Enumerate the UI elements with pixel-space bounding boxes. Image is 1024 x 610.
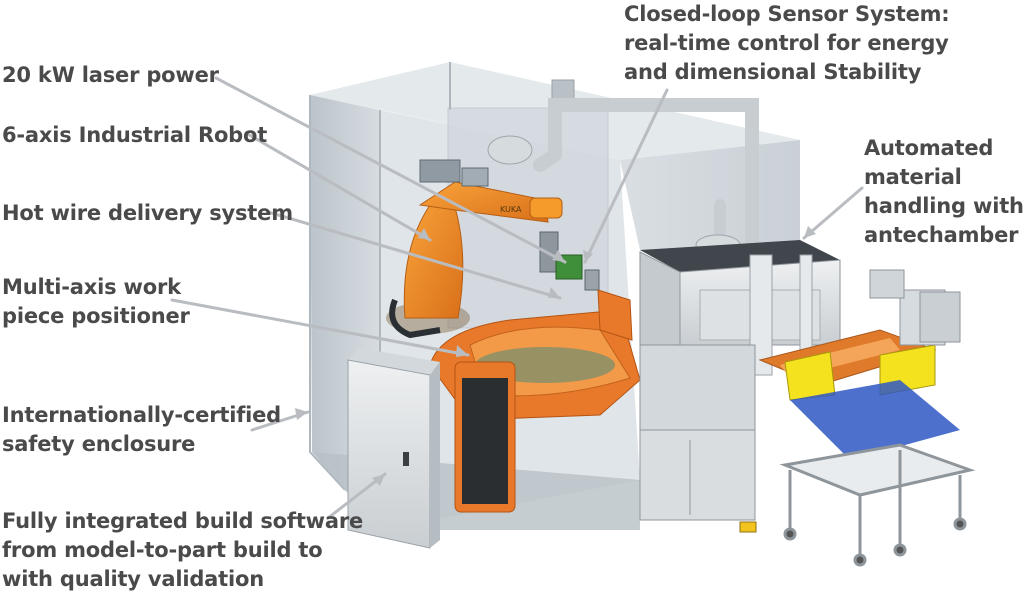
leader-sensor bbox=[583, 88, 669, 264]
callout-build-software: Fully integrated build software from mod… bbox=[2, 509, 364, 591]
callout-work-piece-positioner: Multi-axis work piece positioner bbox=[2, 275, 190, 328]
leader-arrowheads bbox=[295, 226, 816, 486]
work-piece-positioner bbox=[429, 289, 641, 513]
svg-text:KUKA: KUKA bbox=[500, 205, 522, 214]
lower-cabinet bbox=[639, 429, 756, 521]
material-cart bbox=[779, 443, 976, 567]
leader-handling bbox=[802, 186, 864, 240]
callout-hot-wire-delivery: Hot wire delivery system bbox=[2, 201, 293, 225]
fume-hood-left bbox=[487, 135, 533, 165]
callout-safety-enclosure: Internationally-certified safety enclosu… bbox=[2, 403, 282, 456]
callout-material-handling: Automated material handling with antecha… bbox=[864, 136, 1024, 247]
leader-positioner bbox=[170, 298, 470, 357]
industrial-robot: KUKA bbox=[386, 159, 563, 339]
callout-sensor-system: Closed-loop Sensor System: real-time con… bbox=[624, 2, 950, 84]
control-cabinet bbox=[347, 348, 440, 549]
callout-industrial-robot: 6-axis Industrial Robot bbox=[2, 123, 268, 147]
enclosure-vent bbox=[551, 79, 575, 101]
leader-robot bbox=[244, 131, 432, 242]
antechamber bbox=[639, 240, 841, 533]
callout-laser-power: 20 kW laser power bbox=[2, 63, 219, 87]
leader-wire bbox=[266, 210, 562, 300]
transfer-system bbox=[758, 269, 961, 460]
leader-laser bbox=[214, 76, 567, 264]
